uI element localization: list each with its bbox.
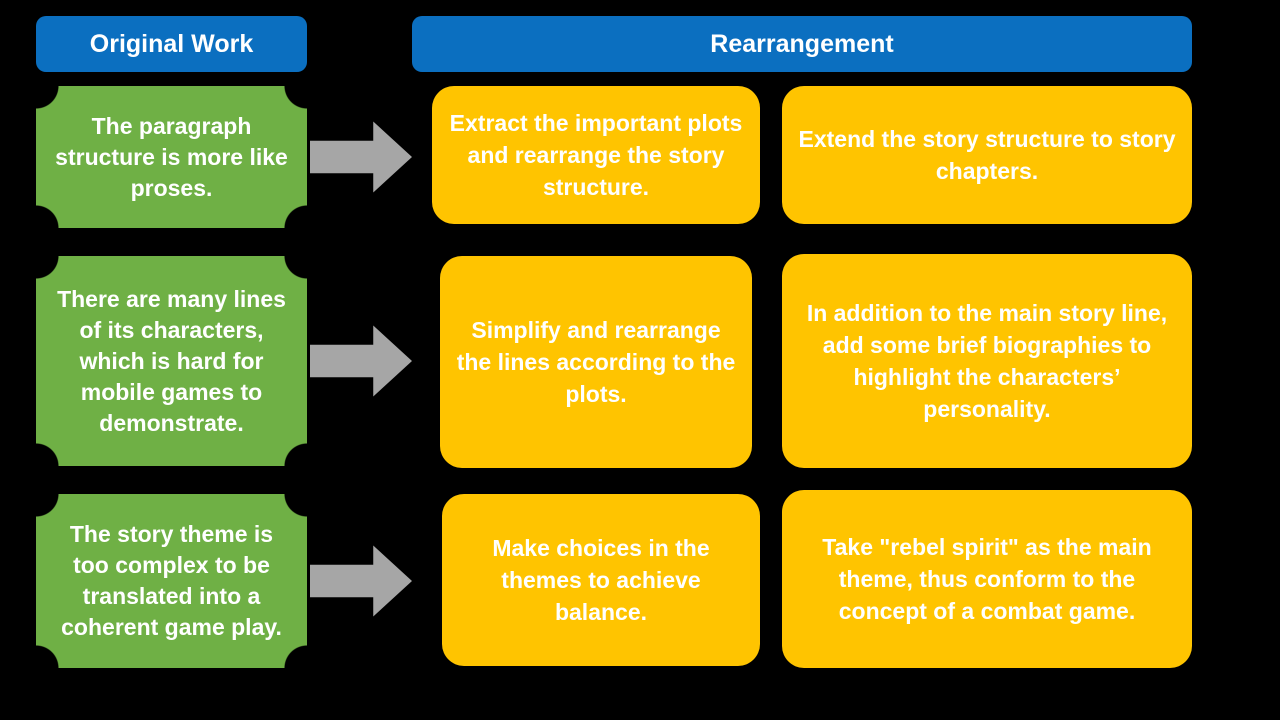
rearrangement-card-1-2: Extend the story structure to story chap… — [782, 86, 1192, 224]
column-header-original-work: Original Work — [36, 16, 307, 72]
rearrangement-card-1-1: Extract the important plots and rearrang… — [432, 86, 760, 224]
rearrangement-card-2-1: Simplify and rearrange the lines accordi… — [440, 256, 752, 468]
right-arrow-icon-2 — [310, 325, 412, 397]
rearrangement-card-3-1: Make choices in the themes to achieve ba… — [442, 494, 760, 666]
original-work-card-3: The story theme is too complex to be tra… — [36, 494, 307, 668]
rearrangement-card-2-2: In addition to the main story line, add … — [782, 254, 1192, 468]
rearrangement-card-3-2: Take "rebel spirit" as the main theme, t… — [782, 490, 1192, 668]
right-arrow-icon-1 — [310, 121, 412, 193]
column-header-rearrangement: Rearrangement — [412, 16, 1192, 72]
original-work-card-2: There are many lines of its characters, … — [36, 256, 307, 466]
right-arrow-icon-3 — [310, 545, 412, 617]
original-work-card-1: The paragraph structure is more like pro… — [36, 86, 307, 228]
